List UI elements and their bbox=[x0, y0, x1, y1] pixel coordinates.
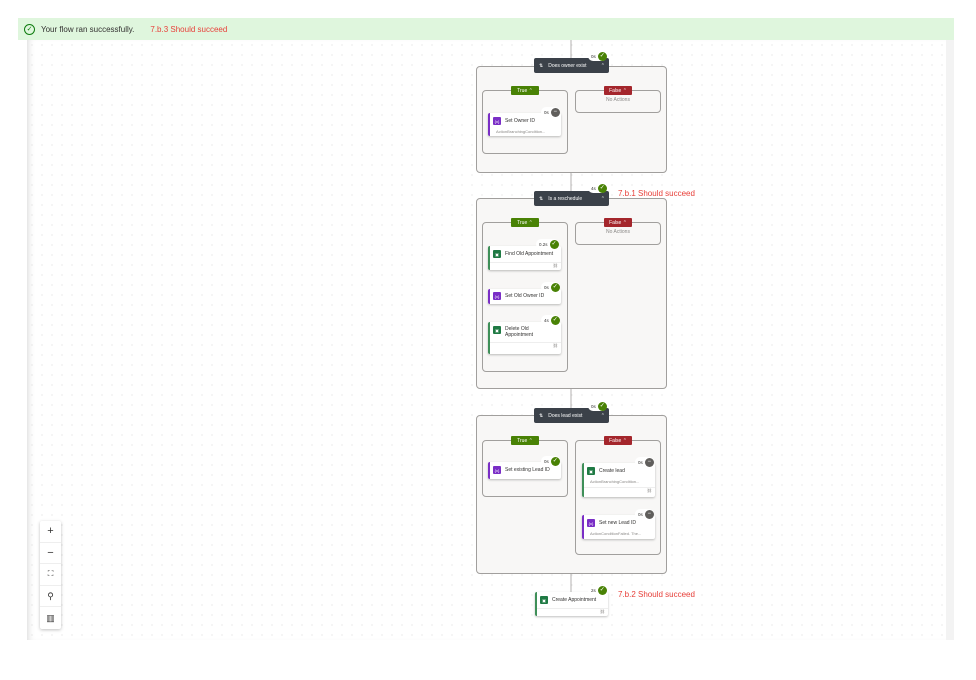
status-badge: 0s− bbox=[635, 509, 654, 519]
success-icon: ✓ bbox=[597, 585, 607, 595]
condition-header-lead[interactable]: ⇅Does lead exist⌃ bbox=[534, 408, 609, 423]
zoom-out-button[interactable]: − bbox=[40, 543, 61, 565]
condition-header-owner[interactable]: ⇅ Does owner exist ⌃ bbox=[534, 58, 609, 73]
link-icon: ⛓ bbox=[490, 342, 561, 350]
link-icon: ⛓ bbox=[537, 608, 608, 616]
false-label[interactable]: False ⌃ bbox=[604, 86, 632, 95]
fit-view-button[interactable]: ⛶ bbox=[40, 564, 61, 586]
link-icon: ⛓ bbox=[584, 487, 655, 495]
variable-icon: {x} bbox=[493, 466, 501, 474]
condition-icon: ⇅ bbox=[539, 62, 544, 69]
success-icon: ✓ bbox=[597, 401, 607, 411]
success-icon: ✓ bbox=[550, 282, 560, 292]
variable-icon: {x} bbox=[587, 519, 595, 527]
banner-message: Your flow ran successfully. bbox=[41, 24, 135, 34]
condition-title: Does owner exist bbox=[548, 62, 587, 69]
success-icon: ✓ bbox=[550, 315, 560, 325]
skipped-icon: − bbox=[644, 457, 654, 467]
variable-icon: {x} bbox=[493, 292, 501, 300]
action-find-old-appointment[interactable]: ▣Find Old Appointment⛓ bbox=[488, 246, 561, 270]
action-set-old-owner-id[interactable]: {x}Set Old Owner ID bbox=[488, 289, 561, 304]
true-label[interactable]: True ⌃ bbox=[511, 86, 539, 95]
duration: 0s bbox=[591, 53, 596, 59]
success-icon: ✓ bbox=[550, 456, 560, 466]
dataverse-icon: ▣ bbox=[493, 250, 501, 258]
chevron-up-icon[interactable]: ⌃ bbox=[600, 412, 605, 419]
success-banner: ✓ Your flow ran successfully. 7.b.3 Shou… bbox=[18, 18, 954, 40]
false-label[interactable]: False ⌃ bbox=[604, 218, 632, 227]
action-detail: ActionBranchingCondition... bbox=[496, 129, 546, 134]
check-circle-icon: ✓ bbox=[24, 23, 35, 35]
dataverse-icon: ▣ bbox=[493, 326, 501, 334]
variable-icon: {x} bbox=[493, 117, 501, 125]
annotation: 7.b.1 Should succeed bbox=[618, 189, 695, 198]
zoom-controls: + − ⛶ ⚲ ▥ bbox=[40, 521, 61, 629]
status-badge: 0s✓ bbox=[588, 51, 607, 61]
skipped-icon: − bbox=[550, 107, 560, 117]
status-badge: 4s✓ bbox=[588, 183, 607, 193]
success-icon: ✓ bbox=[597, 51, 607, 61]
status-badge: 0s✓ bbox=[541, 282, 560, 292]
status-badge: 0s✓ bbox=[588, 401, 607, 411]
true-label[interactable]: True ⌃ bbox=[511, 436, 539, 445]
status-badge: 2s✓ bbox=[588, 585, 607, 595]
true-label[interactable]: True ⌃ bbox=[511, 218, 539, 227]
no-actions-text: No Actions bbox=[606, 229, 630, 235]
action-delete-old-appointment[interactable]: ▣Delete Old Appointment⛓ bbox=[488, 322, 561, 354]
dataverse-icon: ▣ bbox=[540, 596, 548, 604]
action-create-appointment[interactable]: ▣Create Appointment⛓ bbox=[535, 592, 608, 616]
chevron-up-icon[interactable]: ⌃ bbox=[600, 62, 605, 69]
condition-icon: ⇅ bbox=[539, 412, 544, 419]
status-badge: 0s✓ bbox=[541, 456, 560, 466]
banner-annotation: 7.b.3 Should succeed bbox=[150, 24, 228, 34]
status-badge: 0.2s✓ bbox=[536, 239, 559, 249]
zoom-in-button[interactable]: + bbox=[40, 521, 61, 543]
status-badge: 4s✓ bbox=[541, 315, 560, 325]
annotation: 7.b.2 Should succeed bbox=[618, 590, 695, 599]
status-badge: 0s− bbox=[635, 457, 654, 467]
scrollbar[interactable] bbox=[946, 40, 954, 640]
condition-icon: ⇅ bbox=[539, 195, 544, 202]
search-button[interactable]: ⚲ bbox=[40, 586, 61, 608]
no-actions-text: No Actions bbox=[606, 97, 630, 103]
status-badge: 0s− bbox=[541, 107, 560, 117]
action-set-existing-lead-id[interactable]: {x}Set existing Lead ID bbox=[488, 462, 561, 479]
condition-header-reschedule[interactable]: ⇅Is a reschedule⌃ bbox=[534, 191, 609, 206]
chevron-up-icon[interactable]: ⌃ bbox=[600, 195, 605, 202]
link-icon: ⛓ bbox=[490, 262, 561, 270]
skipped-icon: − bbox=[644, 509, 654, 519]
false-branch: No Actions bbox=[575, 222, 661, 245]
success-icon: ✓ bbox=[597, 183, 607, 193]
false-label[interactable]: False ⌃ bbox=[604, 436, 632, 445]
minimap-button[interactable]: ▥ bbox=[46, 612, 55, 623]
success-icon: ✓ bbox=[549, 239, 559, 249]
dataverse-icon: ▣ bbox=[587, 467, 595, 475]
